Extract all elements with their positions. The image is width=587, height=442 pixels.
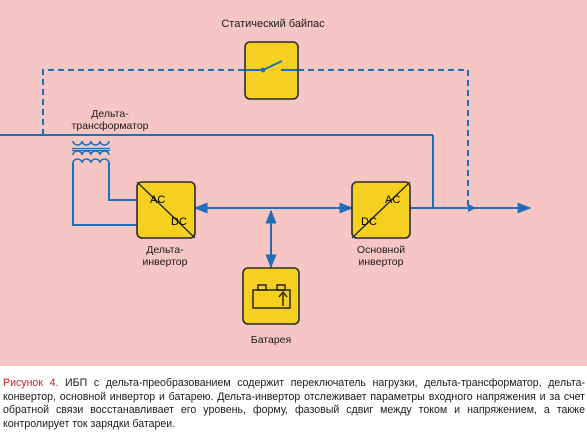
battery-icon — [252, 284, 291, 309]
diagram-area: AC DC AC DC — [0, 0, 587, 366]
static-bypass-switch — [244, 41, 299, 100]
delta-transformer-label-2: трансформатор — [71, 120, 148, 132]
main-inverter-ac: AC — [385, 194, 400, 206]
transformer-secondary-line — [72, 163, 137, 226]
delta-transformer-icon — [72, 140, 110, 164]
delta-transformer-label-1: Дельта- — [91, 108, 129, 120]
output-mid-arrow-icon — [468, 204, 476, 212]
delta-inverter-dc: DC — [171, 216, 187, 228]
delta-inverter-label-2: инвертор — [143, 256, 188, 268]
caption-text: ИБП с дельта-преобразованием содержит пе… — [3, 377, 585, 430]
bypass-label: Статический байпас — [221, 18, 325, 30]
battery-block — [242, 267, 300, 325]
ups-diagram: AC DC AC DC — [0, 18, 532, 346]
main-inverter-block: AC DC — [351, 181, 411, 239]
main-inverter-dc: DC — [361, 216, 377, 228]
delta-inverter-label-1: Дельта- — [146, 244, 184, 256]
delta-inverter-block: AC DC — [136, 181, 196, 239]
figure-caption: Рисунок 4. ИБП с дельта-преобразованием … — [3, 377, 585, 431]
delta-inverter-ac: AC — [150, 194, 165, 206]
main-inverter-label-1: Основной — [357, 244, 405, 256]
battery-label: Батарея — [251, 334, 291, 346]
caption-figure-number: Рисунок 4. — [3, 377, 59, 389]
main-inverter-label-2: инвертор — [359, 256, 404, 268]
bypass-dashed-line — [42, 69, 469, 208]
